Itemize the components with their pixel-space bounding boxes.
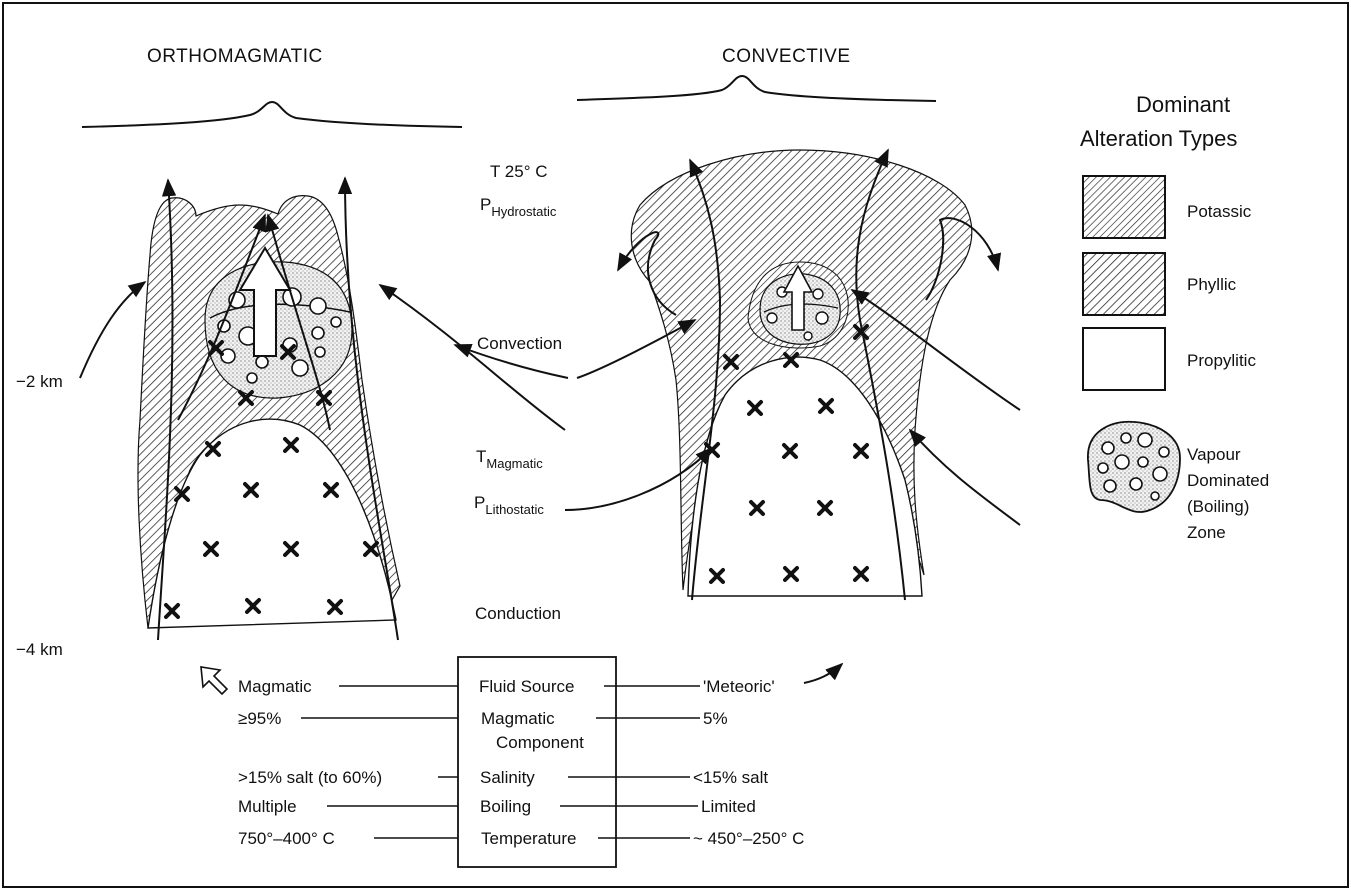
table-row-magmatic-component-left: ≥95% (238, 709, 281, 728)
orthomagmatic-system (80, 178, 568, 640)
title-convective: CONVECTIVE (722, 46, 851, 67)
ground-surface-right (577, 76, 936, 101)
magmatic-hollow-arrow (201, 667, 227, 694)
legend-vapour-line2: Dominated (1187, 471, 1269, 490)
table-row-boiling-left: Multiple (238, 797, 297, 816)
table-row-temperature-left: 750°–400° C (238, 829, 335, 848)
legend-swatch-propylitic (1083, 328, 1165, 390)
legend-title-line2: Alteration Types (1080, 126, 1237, 151)
depth-2km: −2 km (16, 372, 63, 391)
meteoric-arrow-right-2 (910, 430, 1020, 525)
label-t-magmatic: TMagmatic (476, 447, 543, 471)
legend-label-phyllic: Phyllic (1187, 275, 1237, 294)
label-convection: Convection (477, 334, 562, 353)
depth-4km: −4 km (16, 640, 63, 659)
table-row-magmatic-component-center: Magmatic (481, 709, 555, 728)
table-row-magmatic-component-center2: Component (496, 733, 584, 752)
legend-swatch-phyllic (1083, 253, 1165, 315)
table-row-salinity-center: Salinity (480, 768, 535, 787)
table-row-boiling-right: Limited (701, 797, 756, 816)
comparison-table: Magmatic ≥95% >15% salt (to 60%) Multipl… (201, 657, 842, 867)
legend-label-propylitic: Propylitic (1187, 351, 1256, 370)
legend-vapour-line3: (Boiling) (1187, 497, 1249, 516)
legend: Dominant Alteration Types Potassic Phyll… (1080, 92, 1269, 542)
meteoric-arrow-left (380, 285, 565, 430)
ground-surface-left (82, 102, 462, 127)
meteoric-curved-arrow (804, 664, 842, 683)
table-row-boiling-center: Boiling (480, 797, 531, 816)
table-row-magmatic-component-right: 5% (703, 709, 728, 728)
legend-swatch-potassic (1083, 176, 1165, 238)
legend-vapour-line4: Zone (1187, 523, 1226, 542)
table-row-salinity-left: >15% salt (to 60%) (238, 768, 382, 787)
table-row-fluid-source-center: Fluid Source (479, 677, 574, 696)
legend-vapour-line1: Vapour (1187, 445, 1241, 464)
table-row-fluid-source-left: Magmatic (238, 677, 312, 696)
convective-system (565, 150, 1020, 600)
table-row-temperature-center: Temperature (481, 829, 576, 848)
label-p-hydrostatic: PHydrostatic (480, 195, 557, 219)
title-orthomagmatic: ORTHOMAGMATIC (147, 46, 323, 67)
legend-title-line1: Dominant (1136, 92, 1230, 117)
label-p-lithostatic: PLithostatic (474, 493, 544, 517)
convection-arrow-left (80, 282, 145, 378)
table-row-fluid-source-right: 'Meteoric' (703, 677, 775, 696)
label-t25: T 25° C (490, 162, 548, 181)
legend-label-potassic: Potassic (1187, 202, 1252, 221)
table-row-temperature-right: ~ 450°–250° C (693, 829, 804, 848)
label-conduction: Conduction (475, 604, 561, 623)
table-row-salinity-right: <15% salt (693, 768, 768, 787)
